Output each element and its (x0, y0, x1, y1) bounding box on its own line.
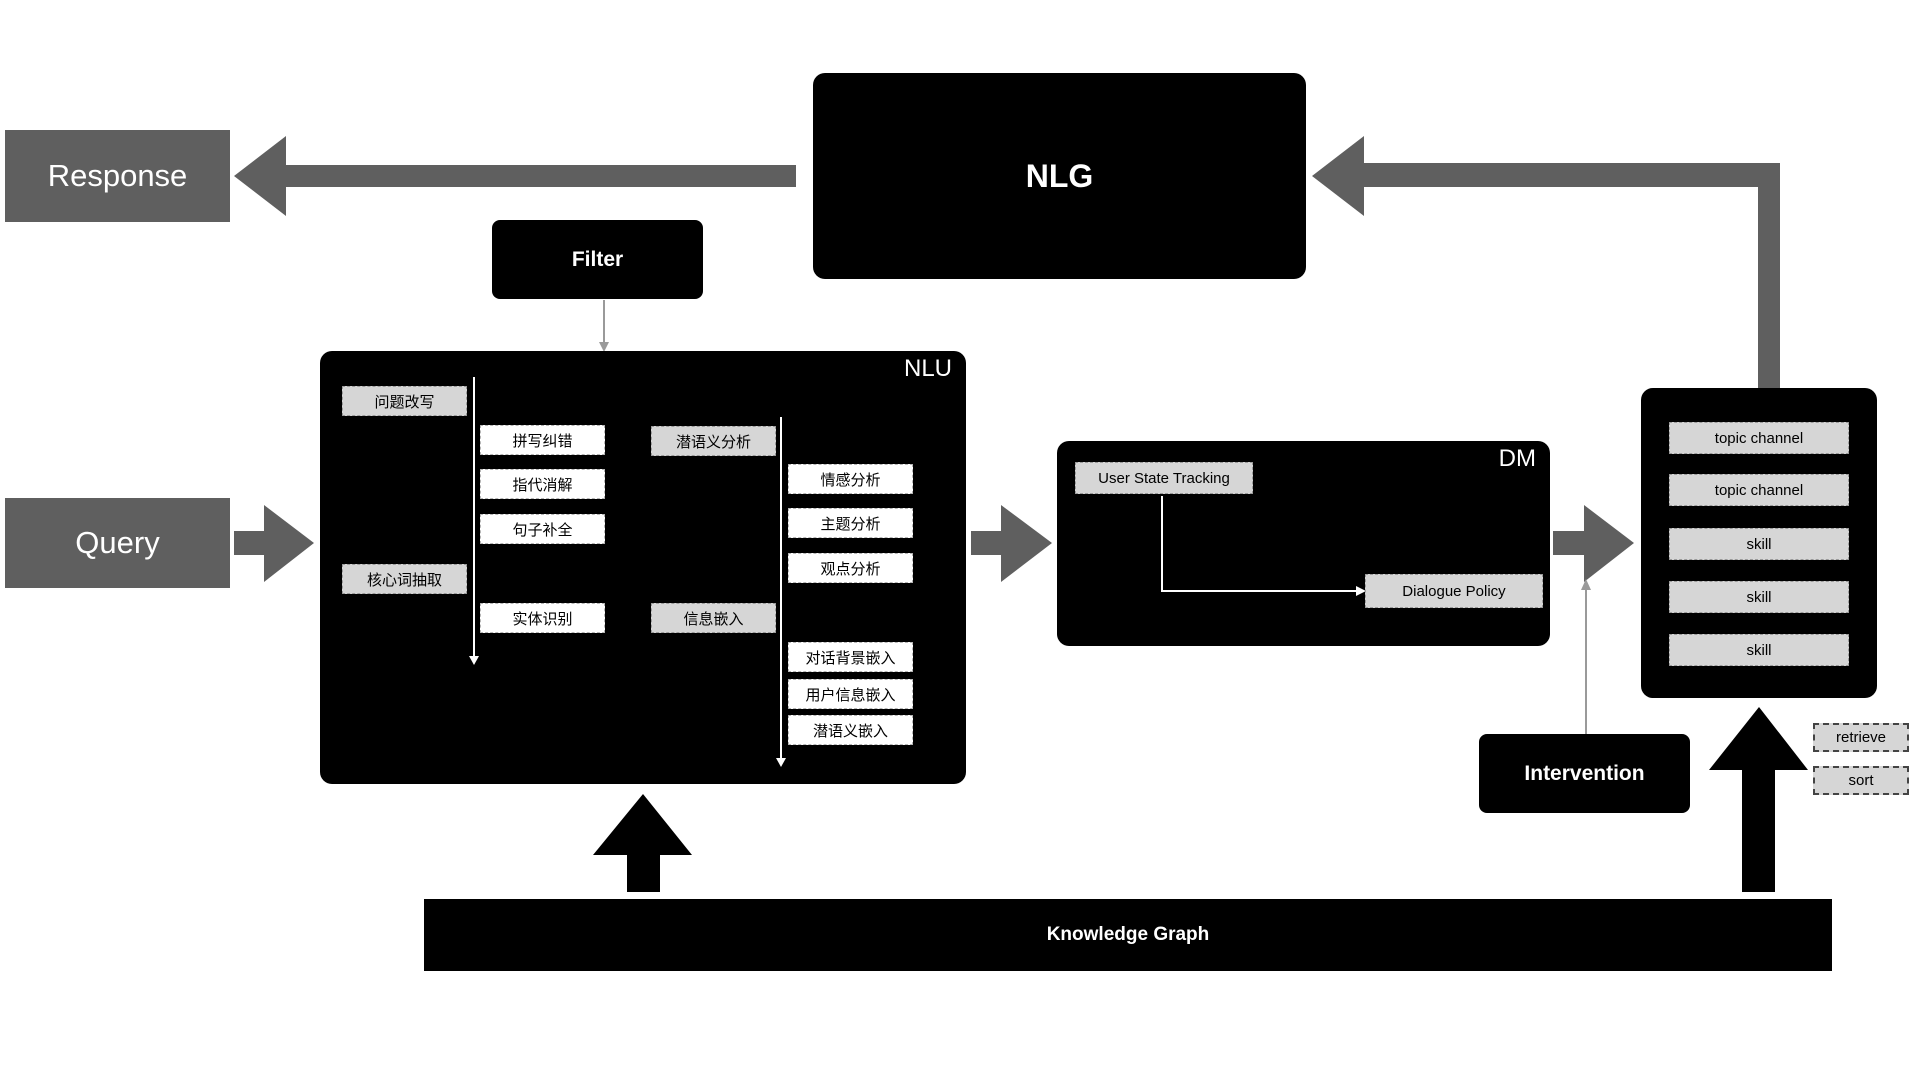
query-label: Query (75, 525, 160, 560)
nlu-tag-sentence-completion: 句子补全 (480, 514, 605, 544)
filter-label: Filter (571, 247, 624, 271)
nlu-tag-question-rewrite: 问题改写 (342, 386, 467, 416)
nlg-label: NLG (1025, 157, 1094, 194)
filter-to-nlu-head (599, 342, 609, 352)
nlu-tag-opinion-analysis: 观点分析 (788, 553, 913, 583)
nlu-title: NLU (903, 355, 952, 382)
nlu-tag-user-info-embedding: 用户信息嵌入 (788, 679, 913, 709)
nlu-tag-topic-analysis: 主题分析 (788, 508, 913, 538)
nlu-tag-coreference-resolution: 指代消解 (480, 469, 605, 499)
skills-item-skill-1: skill (1669, 528, 1849, 560)
nlu-box: NLU 问题改写 核心词抽取 拼写纠错 指代消解 句子补全 实体识别 潜语义分析… (320, 351, 966, 784)
nlu-tag-dialogue-context-embedding: 对话背景嵌入 (788, 642, 913, 672)
dm-tag-user-state-tracking: User State Tracking (1075, 462, 1253, 494)
nlu-tag-sentiment-analysis: 情感分析 (788, 464, 913, 494)
retrieve-tag: retrieve (1813, 723, 1909, 752)
dm-flow-arrow (1161, 496, 1366, 596)
nlu-to-dm-arrow (971, 505, 1052, 582)
skills-item-topic-channel-2: topic channel (1669, 474, 1849, 506)
query-box: Query (5, 498, 230, 588)
filter-box: Filter (492, 220, 703, 299)
nlu-tag-latent-semantic-analysis: 潜语义分析 (651, 426, 776, 456)
nlg-to-response-arrow (234, 136, 796, 216)
intervention-box: Intervention (1479, 734, 1690, 813)
skills-item-topic-channel-1: topic channel (1669, 422, 1849, 454)
sort-tag: sort (1813, 766, 1909, 795)
dm-title: DM (1498, 445, 1536, 472)
response-label: Response (47, 158, 188, 193)
query-to-nlu-arrow (234, 505, 314, 582)
intervention-head (1581, 579, 1591, 590)
nlu-flow-arrows (469, 377, 786, 767)
skills-box: topic channel topic channel skill skill … (1641, 388, 1877, 698)
nlu-tag-keyword-extraction: 核心词抽取 (342, 564, 467, 594)
dm-box: DM User State Tracking Dialogue Policy (1057, 441, 1550, 646)
nlu-tag-latent-semantic-embedding: 潜语义嵌入 (788, 715, 913, 745)
knowledge-graph-label: Knowledge Graph (1046, 924, 1210, 945)
intervention-label: Intervention (1524, 761, 1645, 785)
response-box: Response (5, 130, 230, 222)
dm-to-skills-arrow (1553, 505, 1634, 582)
nlu-tag-spelling-correction: 拼写纠错 (480, 425, 605, 455)
skills-item-skill-3: skill (1669, 634, 1849, 666)
dm-tag-dialogue-policy: Dialogue Policy (1365, 574, 1543, 608)
skills-to-nlg-arrow (1312, 136, 1780, 388)
knowledge-graph-bar: Knowledge Graph (424, 899, 1832, 971)
skills-item-skill-2: skill (1669, 581, 1849, 613)
nlg-box: NLG (813, 73, 1306, 279)
kg-to-nlu-arrow (593, 794, 692, 892)
nlu-tag-entity-recognition: 实体识别 (480, 603, 605, 633)
kg-to-skills-arrow (1709, 707, 1808, 892)
nlu-tag-information-embedding: 信息嵌入 (651, 603, 776, 633)
